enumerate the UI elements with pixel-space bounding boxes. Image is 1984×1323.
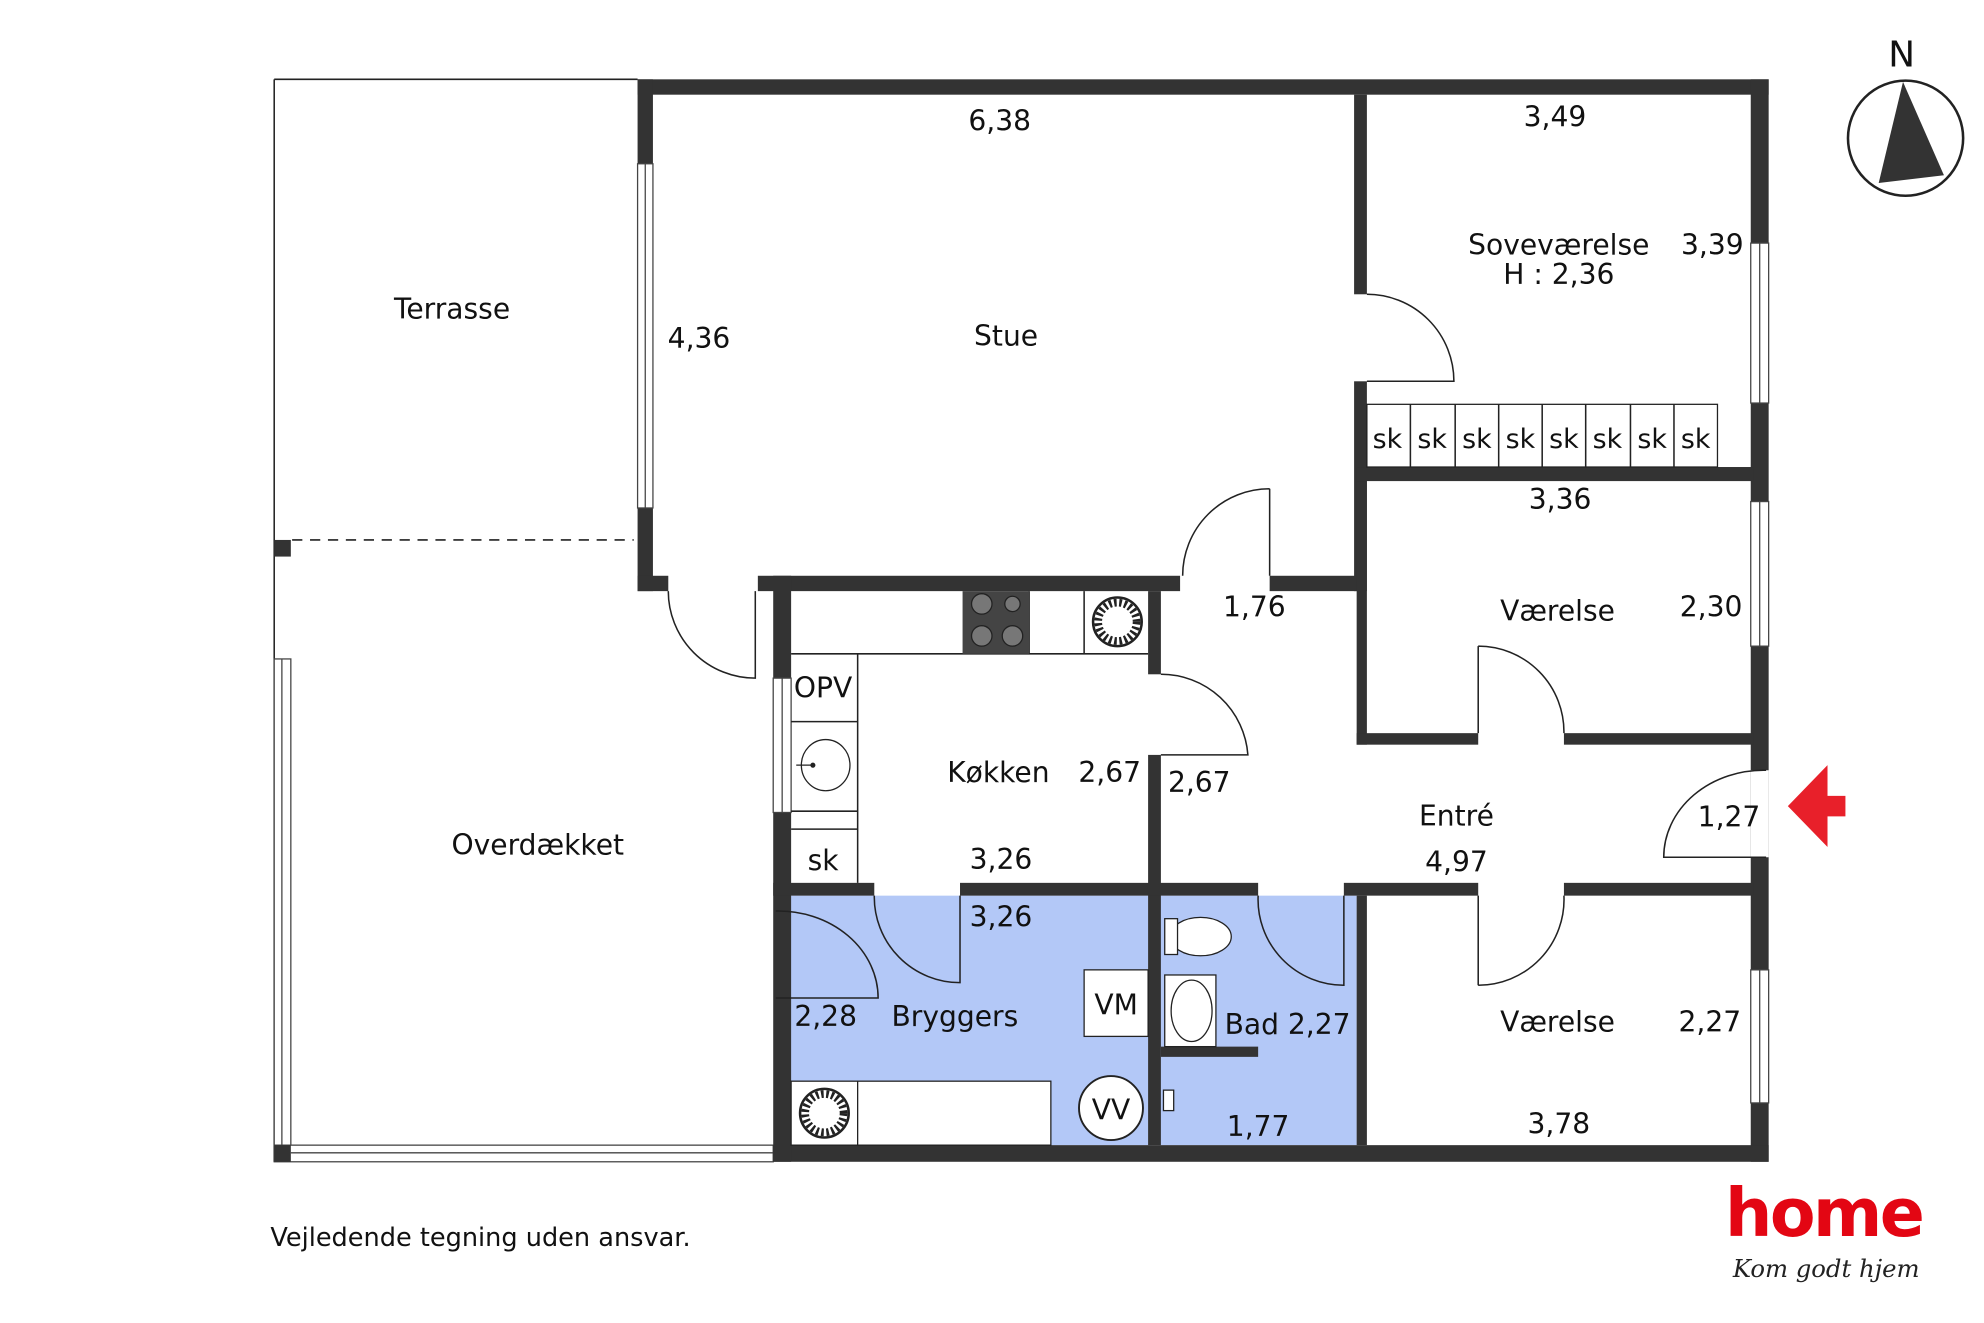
washbasin-icon: [1164, 974, 1217, 1048]
dim-label: 3,78: [1528, 1108, 1591, 1141]
dim-label: 2,30: [1680, 591, 1743, 624]
entry-arrow-icon: [1787, 765, 1846, 848]
dim-label: 4,97: [1425, 845, 1488, 878]
logo-brand: home: [1725, 1174, 1922, 1252]
toilet-icon: [1164, 916, 1232, 957]
dim-label: 6,38: [968, 105, 1031, 138]
shower-icon: [1162, 1089, 1175, 1112]
closet-label: sk: [1637, 424, 1667, 455]
vv-label: VV: [1092, 1094, 1130, 1127]
disclaimer: Vejledende tegning uden ansvar.: [270, 1223, 690, 1253]
dim-label: 3,26: [970, 900, 1033, 933]
north-compass-icon: N: [1846, 35, 1965, 198]
windows: [636, 163, 1770, 1104]
dim-label: 3,26: [970, 843, 1033, 876]
vm-label: VM: [1094, 989, 1138, 1022]
room-bryggers: Bryggers: [892, 1000, 1019, 1033]
doors: [667, 293, 1767, 999]
room-vaerelse-2: Værelse: [1500, 1005, 1615, 1038]
closet-label: sk: [1373, 424, 1403, 455]
opv-label: OPV: [794, 671, 852, 704]
dim-label: 3,39: [1681, 229, 1744, 262]
closet-label: sk: [1681, 424, 1711, 455]
fan-icon: [798, 1087, 850, 1139]
closet-label: sk: [1462, 424, 1492, 455]
dim-label: 4,36: [668, 322, 731, 355]
logo-tagline: Kom godt hjem: [1732, 1254, 1920, 1283]
closet-label: sk: [1417, 424, 1447, 455]
dim-label: 2,28: [794, 1000, 857, 1033]
dim-label: 2,67: [1168, 766, 1231, 799]
wardrobe-row: sk sk sk sk sk sk sk sk: [1366, 403, 1719, 468]
sink-icon: [796, 738, 851, 792]
room-bad: Bad 2,27: [1225, 1008, 1351, 1041]
kitchen-counter: [791, 591, 1149, 883]
home-logo: home Kom godt hjem: [1725, 1174, 1925, 1283]
utility-fixtures: [790, 916, 1232, 1146]
closet-label: sk: [1506, 424, 1536, 455]
dim-label: 1,77: [1227, 1110, 1290, 1143]
room-entre: Entré: [1419, 799, 1494, 832]
terrace-outline: [273, 78, 774, 1163]
dim-label: 2,27: [1678, 1005, 1741, 1038]
room-koekken: Køkken: [947, 756, 1049, 789]
room-overdaekket: Overdækket: [452, 829, 625, 862]
fan-icon: [1091, 596, 1143, 648]
compass-north-label: N: [1888, 35, 1915, 76]
room-height: H : 2,36: [1503, 258, 1614, 291]
dim-label: 3,49: [1524, 101, 1587, 134]
room-terrasse: Terrasse: [393, 293, 510, 326]
room-vaerelse-1: Værelse: [1500, 595, 1615, 628]
closet-label: sk: [1593, 424, 1623, 455]
dim-label: 2,67: [1078, 756, 1141, 789]
closet-label: sk: [1549, 424, 1579, 455]
closet-label: sk: [808, 844, 840, 877]
dim-label: 1,27: [1698, 801, 1761, 834]
room-sovevaerelse: Soveværelse: [1468, 229, 1649, 262]
dim-label: 3,36: [1529, 483, 1592, 516]
room-stue: Stue: [974, 319, 1038, 352]
dim-label: 1,76: [1223, 591, 1286, 624]
